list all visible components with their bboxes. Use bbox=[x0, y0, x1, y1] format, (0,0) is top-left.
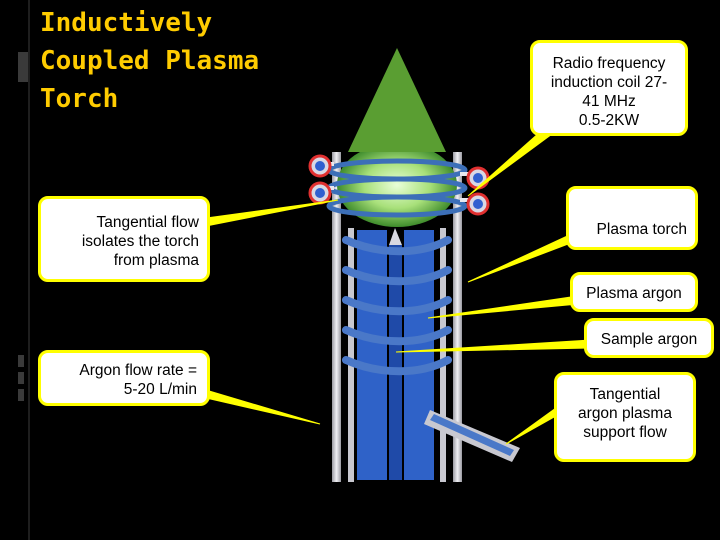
coil-connector-icon bbox=[308, 181, 332, 205]
plasma-argon-channel bbox=[404, 230, 434, 480]
slide-title: Inductively Coupled Plasma Torch bbox=[40, 8, 260, 114]
injector-tip bbox=[389, 228, 402, 245]
plasma-torch-label: Plasma torch bbox=[596, 221, 687, 238]
left-tab-marker bbox=[18, 52, 28, 82]
callout-plasma-torch: Plasma torch Φ = 2.5 cm bbox=[566, 186, 698, 276]
pointer-argon-flow bbox=[205, 389, 321, 425]
coil-connector-icon bbox=[308, 154, 332, 178]
outer-tube-right-wall bbox=[453, 152, 462, 482]
callout-rf-coil: Radio frequency induction coil 27- 41 MH… bbox=[530, 40, 688, 136]
tangential-inlet-flow bbox=[430, 414, 514, 456]
left-tab-marker-small bbox=[18, 389, 24, 401]
callout-plasma-argon: Plasma argon bbox=[570, 272, 698, 312]
callout-tangential-flow: Tangential flow isolates the torch from … bbox=[38, 196, 210, 282]
callout-tangential-support: Tangential argon plasma support flow bbox=[554, 372, 696, 462]
outer-tube-left-wall bbox=[332, 152, 341, 482]
callout-sample-argon: Sample argon bbox=[584, 318, 714, 358]
plasma-argon-channel bbox=[357, 230, 387, 480]
helical-gas-flow bbox=[342, 236, 452, 376]
coil-rod bbox=[460, 172, 474, 176]
callout-argon-flow-rate: Argon flow rate = 5-20 L/min bbox=[38, 350, 210, 406]
plasma-torch-diameter: Φ = 2.5 cm bbox=[610, 259, 687, 276]
coil-connector-icon bbox=[466, 192, 490, 216]
pointer-rf-coil bbox=[467, 131, 554, 197]
callout-pointers bbox=[205, 131, 591, 445]
coil-rod bbox=[460, 198, 474, 202]
pointer-tangential-support bbox=[505, 407, 557, 445]
left-tab-marker-small bbox=[18, 372, 24, 384]
pointer-tangential-flow bbox=[205, 199, 339, 227]
middle-tube-left-wall bbox=[348, 228, 354, 482]
sample-argon-channel bbox=[389, 245, 402, 480]
middle-tube-right-wall bbox=[440, 228, 446, 482]
left-tab-marker-small bbox=[18, 355, 24, 367]
left-rule bbox=[28, 0, 30, 540]
plasma-flame bbox=[348, 48, 446, 152]
coil-connector-icon bbox=[466, 166, 490, 190]
